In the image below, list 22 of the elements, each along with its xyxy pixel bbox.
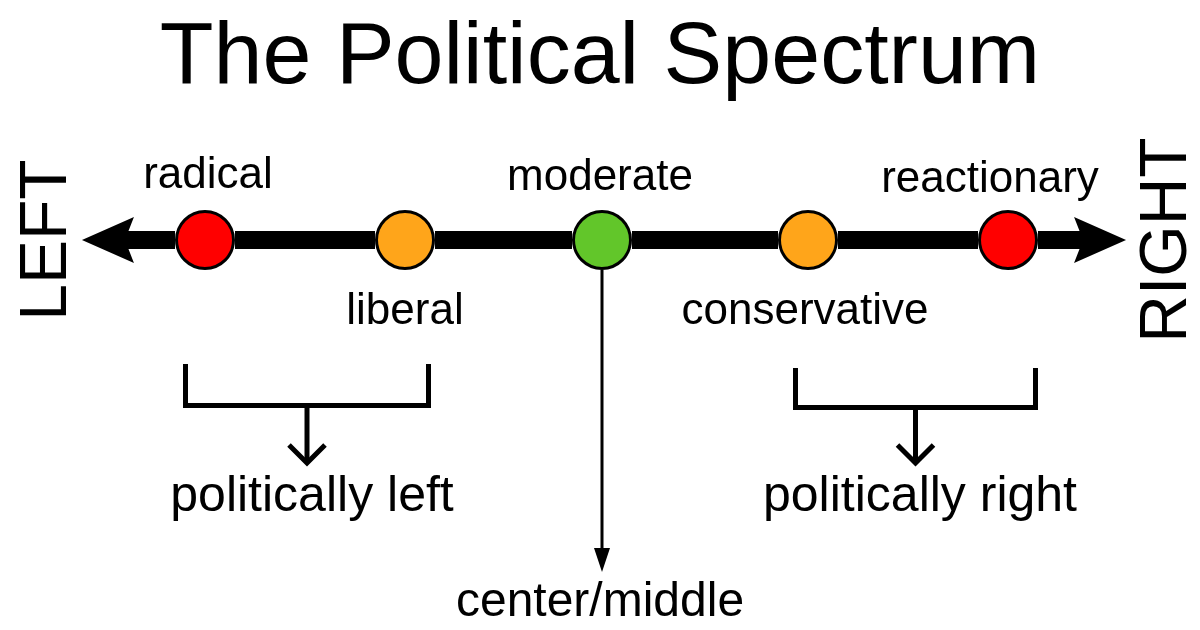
- direction-label: RIGHT: [1126, 137, 1200, 343]
- position-label: conservative: [681, 284, 929, 335]
- bracket: [183, 364, 431, 408]
- title: The Political Spectrum: [159, 2, 1041, 104]
- position-label: moderate: [507, 150, 693, 201]
- position-label: radical: [143, 148, 273, 199]
- arrow: [895, 410, 936, 466]
- group-label: politically left: [170, 466, 454, 524]
- axis-arrow: [81, 217, 175, 263]
- axis-line: [235, 231, 375, 249]
- axis-line: [838, 231, 978, 249]
- axis-arrow: [1038, 217, 1127, 263]
- position-label: liberal: [346, 284, 464, 335]
- bracket: [793, 368, 1038, 410]
- arrow: [286, 408, 328, 466]
- group-label: politically right: [763, 466, 1077, 524]
- direction-label: LEFT: [6, 159, 82, 321]
- position-label: reactionary: [881, 152, 1099, 203]
- group-label: center/middle: [455, 572, 745, 628]
- arrow: [594, 270, 610, 572]
- axis-line: [632, 231, 778, 249]
- axis-line: [435, 231, 572, 249]
